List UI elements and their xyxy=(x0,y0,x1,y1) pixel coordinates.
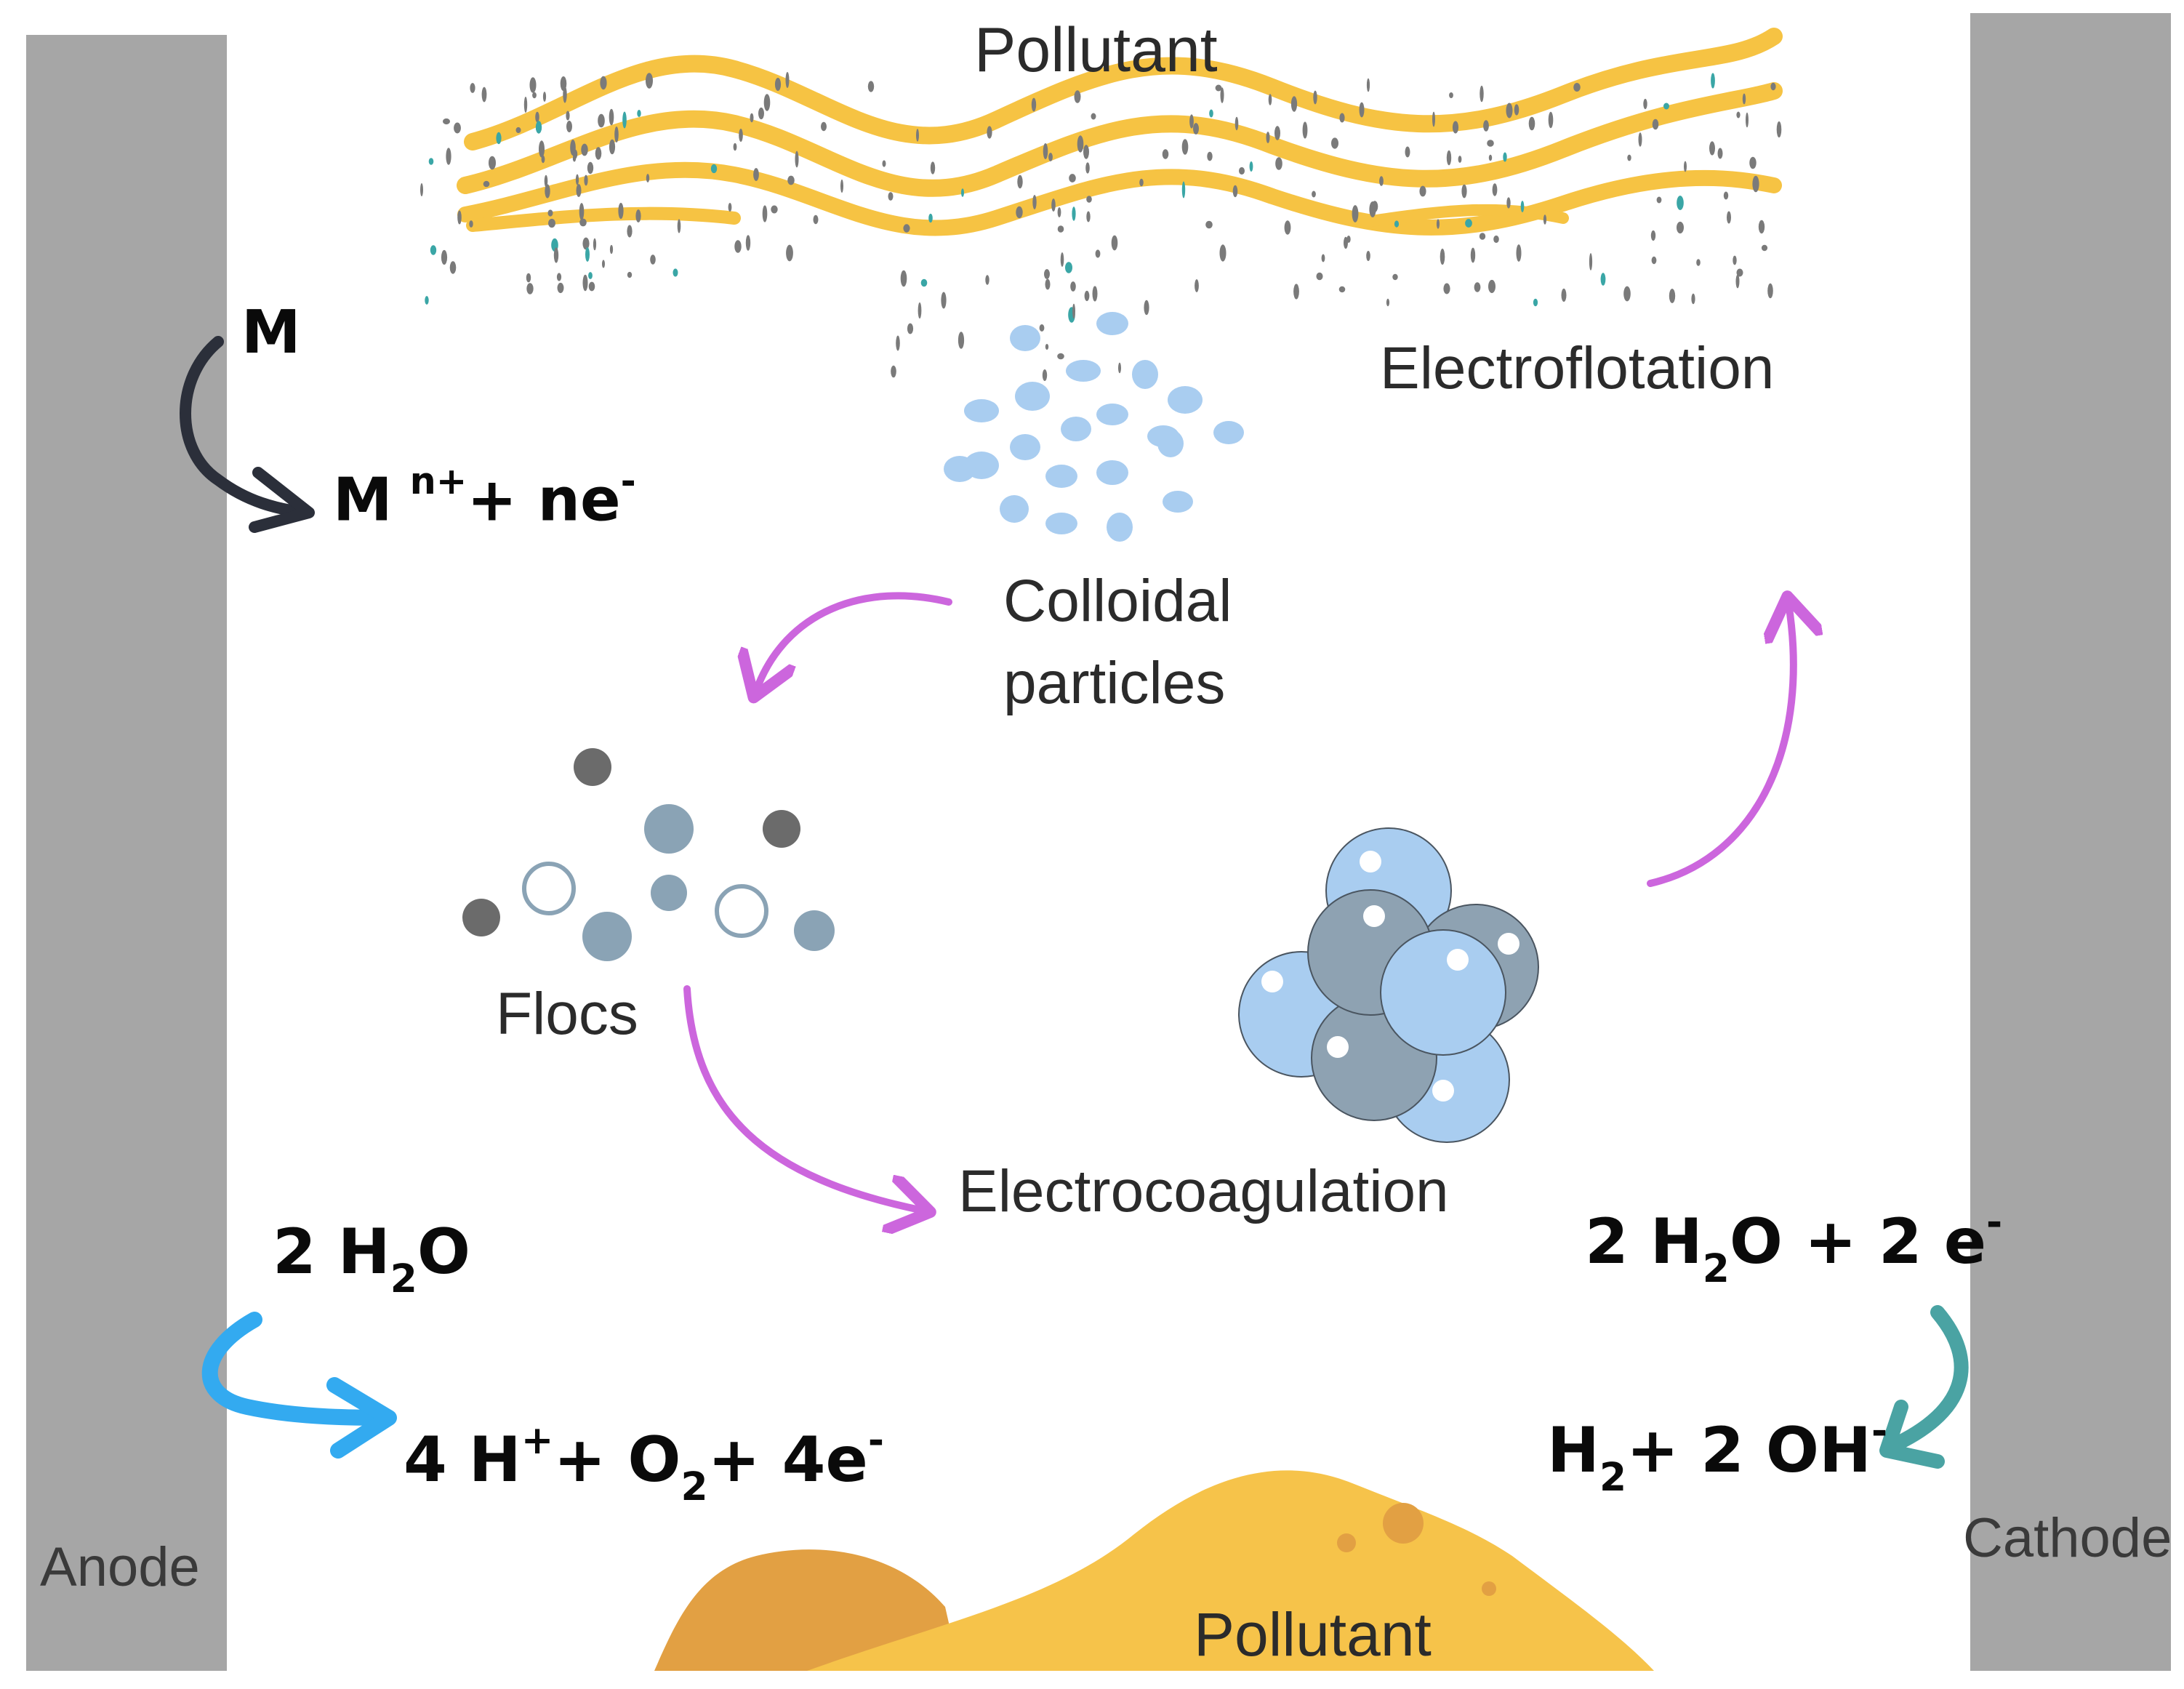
cathode-water-rest: O + 2 e xyxy=(1729,1205,1987,1278)
metal-m: M xyxy=(333,465,393,535)
pollutant-specks xyxy=(420,72,1782,381)
cathode-water-equation: 2 H2O + 2 e- xyxy=(1585,1200,2002,1291)
flocs-label: Flocs xyxy=(496,981,638,1047)
arrow-flocs-to-electrocoagulation xyxy=(683,985,923,1211)
anode-prod-h: 4 H xyxy=(404,1424,521,1496)
electroflotation-label: Electroflotation xyxy=(1380,335,1775,401)
anode-prod-e: + 4e xyxy=(707,1424,868,1496)
anode-water-sub: 2 xyxy=(390,1256,417,1302)
anode-prod-o: + O xyxy=(553,1424,681,1496)
floating-pollutant-layer xyxy=(457,28,1783,236)
cathode-water-sup: - xyxy=(1986,1200,2003,1245)
metal-oxidation-arrow xyxy=(180,336,315,533)
metal-symbol: M xyxy=(241,298,301,367)
cathode-prod-oh-sup: - xyxy=(1871,1408,1888,1454)
anode-water-arrow xyxy=(201,1312,397,1459)
anode-products-equation: 4 H++ O2+ 4e- xyxy=(404,1418,884,1509)
metal-rest: + ne xyxy=(467,465,621,535)
arrow-to-electroflotation xyxy=(1647,603,1794,887)
anode-water-coef: 2 H xyxy=(273,1216,390,1288)
flocs-cluster xyxy=(462,748,835,961)
cathode-water-sub: 2 xyxy=(1702,1246,1730,1292)
anode-prod-e-sup: - xyxy=(867,1418,884,1464)
anode-prod-o-sub: 2 xyxy=(681,1464,708,1510)
cathode-reduction-arrow xyxy=(1879,1305,1969,1469)
electrocoagulation-label: Electrocoagulation xyxy=(958,1158,1449,1224)
cathode-plate xyxy=(1970,13,2171,1671)
pollutant-bottom-label: Pollutant xyxy=(1194,1600,1432,1669)
cathode-prod-oh: + 2 OH xyxy=(1626,1414,1871,1487)
cathode-prod-h-sub: 2 xyxy=(1599,1455,1627,1501)
anode-water-tail: O xyxy=(417,1216,470,1288)
colloidal-particles-label-line1: Colloidal xyxy=(1003,568,1232,634)
colloidal-particles-label-line2: particles xyxy=(1003,650,1226,716)
colloidal-particles xyxy=(944,312,1244,542)
metal-electron-sign: - xyxy=(620,460,636,503)
gas-bubble-cluster xyxy=(1238,827,1539,1143)
cathode-water-h: 2 H xyxy=(1585,1205,1703,1278)
anode-prod-h-sup: + xyxy=(521,1418,554,1464)
metal-charge: n+ xyxy=(409,460,467,503)
anode-label: Anode xyxy=(40,1536,200,1598)
anode-water-equation: 2 H2O xyxy=(273,1216,470,1301)
cathode-label: Cathode xyxy=(1963,1507,2172,1569)
arrow-colloids-to-flocs xyxy=(756,592,952,691)
sediment-pollutant xyxy=(654,1470,1654,1671)
pollutant-top-label: Pollutant xyxy=(974,15,1218,85)
cathode-products-equation: H2+ 2 OH- xyxy=(1547,1408,1887,1500)
anode-plate xyxy=(26,35,227,1671)
cathode-prod-h: H xyxy=(1547,1414,1599,1487)
